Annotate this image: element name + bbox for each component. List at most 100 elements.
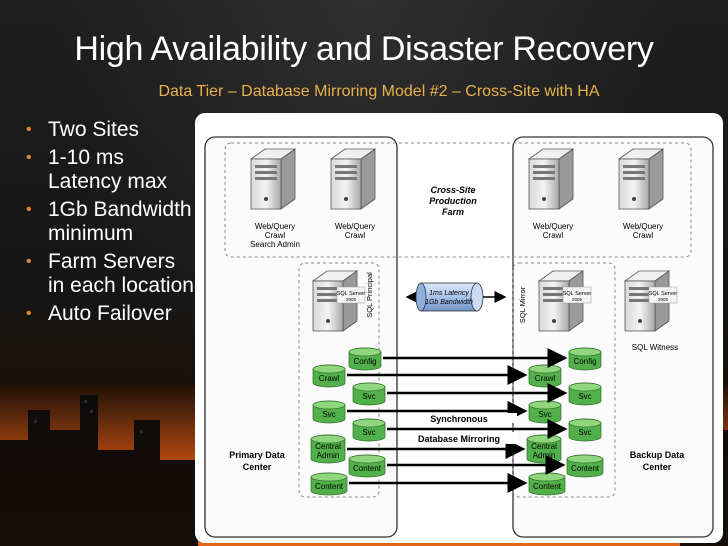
server-label: Search Admin xyxy=(250,240,300,249)
database-label: Svc xyxy=(538,410,551,419)
database-label: Content xyxy=(571,464,600,473)
sql-witness-label: SQL Witness xyxy=(632,343,678,352)
database-svc: Svc xyxy=(568,382,602,406)
sql-server-version: 2005 xyxy=(572,297,583,302)
database-label: Central xyxy=(531,442,557,451)
database-config: Config xyxy=(568,347,602,371)
farm-label: Cross-Site Production Farm xyxy=(429,185,477,217)
latency-line: 1ms Latency xyxy=(429,290,469,297)
backup-site-label: Backup Data Center xyxy=(630,450,686,472)
database-label: Admin xyxy=(533,451,556,460)
bullet-text: 1Gb Bandwidth minimum xyxy=(48,198,192,245)
server-label: Crawl xyxy=(265,231,286,240)
production-farm-box xyxy=(224,142,692,258)
bullet-item: • Two Sites xyxy=(24,118,194,142)
bullet-dot-icon: • xyxy=(26,305,32,322)
bullet-text: Auto Failover xyxy=(48,302,172,325)
bullet-text: Farm Servers in each location xyxy=(48,250,194,297)
database-label: Content xyxy=(315,482,344,491)
database-crawl: Crawl xyxy=(528,364,562,388)
database-label: Svc xyxy=(322,410,335,419)
bullet-item: • 1-10 ms Latency max xyxy=(24,146,194,194)
database-svc: Svc xyxy=(352,418,386,442)
database-central-admin: Central Admin xyxy=(310,434,346,464)
database-central-admin: Central Admin xyxy=(526,434,562,464)
server-label: Crawl xyxy=(633,231,654,240)
mirroring-arrows xyxy=(347,348,568,493)
sql-server-badge: SQL Server xyxy=(337,291,366,297)
site-label-line: Primary Data xyxy=(229,450,286,460)
sql-principal-server: SQL Server 2005 SQL Principal xyxy=(312,270,374,332)
database-label: Svc xyxy=(578,428,591,437)
sql-server-version: 2005 xyxy=(658,297,669,302)
sql-witness-server: SQL Server 2005 SQL Witness xyxy=(624,270,678,352)
server-label: Web/Query xyxy=(255,222,295,231)
database-content: Content xyxy=(566,454,604,478)
farm-label-line: Production xyxy=(429,196,477,206)
bullet-dot-icon: • xyxy=(26,201,32,218)
primary-databases: Config Crawl Svc Svc Svc xyxy=(310,347,386,496)
server-label: Crawl xyxy=(345,231,366,240)
slide-subtitle: Data Tier – Database Mirroring Model #2 … xyxy=(158,83,600,100)
sql-server-version: 2005 xyxy=(346,297,357,302)
farm-label-line: Cross-Site xyxy=(430,185,475,195)
database-label: Config xyxy=(573,357,596,366)
primary-web-server-1: Web/Query Crawl Search Admin xyxy=(250,148,300,249)
backup-web-server-2: Web/Query Crawl xyxy=(618,148,664,240)
database-crawl: Crawl xyxy=(312,364,346,388)
latency-pipe: 1ms Latency 1Gb Bandwidth xyxy=(405,282,507,312)
server-label: Web/Query xyxy=(533,222,573,231)
database-content: Content xyxy=(528,472,566,496)
database-label: Svc xyxy=(362,392,375,401)
bullet-item: • 1Gb Bandwidth minimum xyxy=(24,198,194,246)
database-label: Central xyxy=(315,442,341,451)
sql-mirror-label: SQL Mirror xyxy=(518,286,527,323)
sync-label-line: Database Mirroring xyxy=(418,434,500,444)
database-svc: Svc xyxy=(312,400,346,424)
database-svc: Svc xyxy=(568,418,602,442)
site-label-line: Backup Data xyxy=(630,450,686,460)
architecture-diagram: Web/Query Crawl Search Admin Web/Query C… xyxy=(195,113,723,543)
database-label: Content xyxy=(353,464,382,473)
server-label: Crawl xyxy=(543,231,564,240)
backup-web-server-1: Web/Query Crawl xyxy=(528,148,574,240)
sync-label-background xyxy=(401,432,517,444)
farm-label-line: Farm xyxy=(442,207,464,217)
database-label: Crawl xyxy=(535,374,556,383)
sql-server-badge: SQL Server xyxy=(563,291,592,297)
bullet-dot-icon: • xyxy=(26,149,32,166)
primary-site-box xyxy=(204,136,398,538)
bullet-dot-icon: • xyxy=(26,121,32,138)
sync-label-background xyxy=(401,413,517,423)
database-label: Svc xyxy=(578,392,591,401)
database-svc: Svc xyxy=(528,400,562,424)
server-label: Web/Query xyxy=(623,222,663,231)
site-label-line: Center xyxy=(243,462,272,472)
database-label: Config xyxy=(353,357,376,366)
sql-server-badge: SQL Server xyxy=(649,291,678,297)
database-content: Content xyxy=(310,472,348,496)
server-label: Web/Query xyxy=(335,222,375,231)
primary-site-label: Primary Data Center xyxy=(229,450,286,472)
primary-database-box xyxy=(298,262,380,498)
slide-title: High Availability and Disaster Recovery xyxy=(74,30,654,68)
database-svc: Svc xyxy=(352,382,386,406)
bullet-list: • Two Sites • 1-10 ms Latency max • 1Gb Ban… xyxy=(24,118,194,330)
bullet-dot-icon: • xyxy=(26,253,32,270)
database-content: Content xyxy=(348,454,386,478)
latency-line: 1Gb Bandwidth xyxy=(425,299,473,306)
sql-mirror-server: SQL Server 2005 SQL Mirror xyxy=(518,270,592,332)
sql-principal-label: SQL Principal xyxy=(365,272,374,318)
database-label: Content xyxy=(533,482,562,491)
database-label: Crawl xyxy=(319,374,340,383)
database-label: Admin xyxy=(317,451,340,460)
bullet-item: • Farm Servers in each location xyxy=(24,250,194,298)
database-label: Svc xyxy=(362,428,375,437)
bullet-text: Two Sites xyxy=(48,118,140,141)
bullet-text: 1-10 ms Latency max xyxy=(48,146,168,193)
database-config: Config xyxy=(348,347,382,371)
site-label-line: Center xyxy=(643,462,672,472)
primary-web-server-2: Web/Query Crawl xyxy=(330,148,376,240)
bullet-item: • Auto Failover xyxy=(24,302,194,326)
